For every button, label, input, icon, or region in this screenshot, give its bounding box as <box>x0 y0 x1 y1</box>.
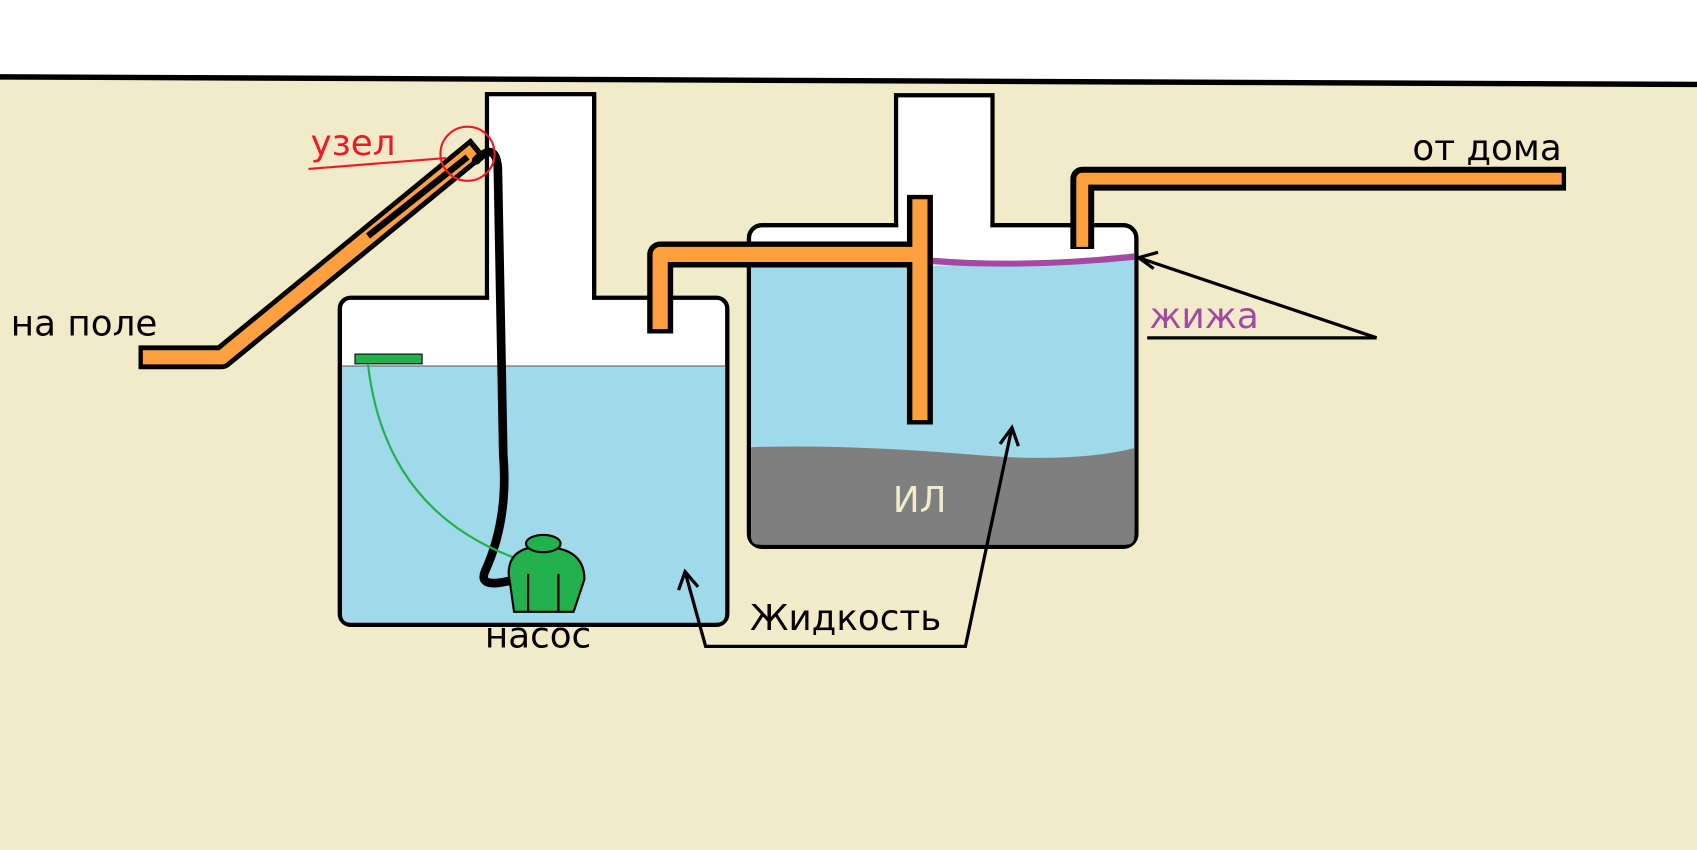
house-inlet-pipe <box>1070 166 1567 250</box>
joint-leader <box>308 157 446 170</box>
float-wire <box>366 363 515 559</box>
label-to-field: на поле <box>11 304 158 345</box>
field-outlet-pipe <box>138 138 486 370</box>
scum-layer <box>932 253 1135 267</box>
pump-chamber-water <box>341 365 726 623</box>
label-pump: насос <box>485 616 591 657</box>
ground-line <box>0 74 1697 88</box>
pump-icon <box>507 533 586 613</box>
scum-arrows <box>1134 250 1378 340</box>
float-switch <box>354 353 423 365</box>
pump-chamber <box>337 92 730 627</box>
settling-tank <box>746 93 1139 549</box>
liquid-arrows <box>677 424 1020 649</box>
label-scum: жижа <box>1149 296 1258 337</box>
label-joint: узел <box>311 123 396 164</box>
transfer-pipe <box>647 194 933 425</box>
label-from-house: от дома <box>1412 128 1561 169</box>
sludge-layer <box>751 446 1135 545</box>
label-sludge: ИЛ <box>893 480 947 521</box>
joint-circle <box>439 125 496 182</box>
label-liquid: Жидкость <box>750 598 941 639</box>
